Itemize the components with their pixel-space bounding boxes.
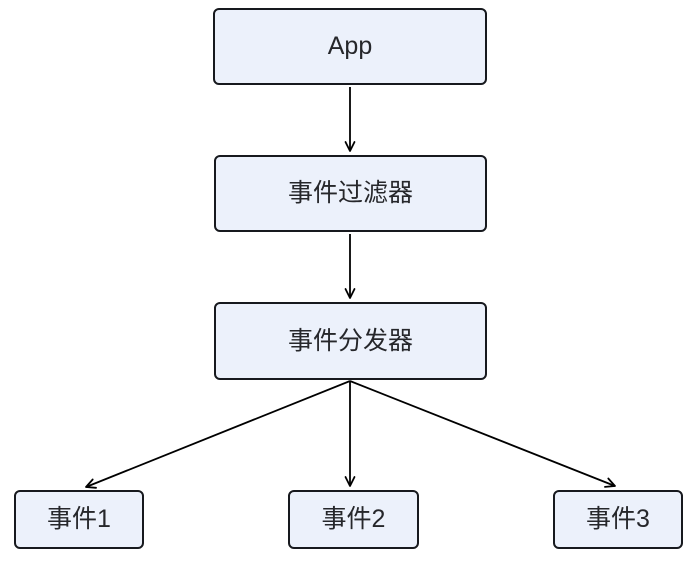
node-event-1-label: 事件1 — [47, 505, 111, 533]
edge-dispatcher-to-event3 — [349, 380, 616, 488]
node-event-3-label: 事件3 — [586, 505, 650, 533]
node-event-dispatcher: 事件分发器 — [214, 302, 487, 380]
edge-dispatcher-to-event1 — [85, 380, 351, 489]
node-event-2: 事件2 — [288, 490, 419, 549]
node-event-2-label: 事件2 — [321, 505, 386, 533]
node-app: App — [213, 8, 487, 85]
node-event-dispatcher-label: 事件分发器 — [287, 326, 413, 355]
node-event-3: 事件3 — [553, 490, 683, 549]
node-event-1: 事件1 — [14, 490, 144, 549]
node-app-label: App — [327, 32, 373, 60]
node-event-filter-label: 事件过滤器 — [287, 179, 413, 207]
node-event-filter: 事件过滤器 — [214, 155, 487, 232]
